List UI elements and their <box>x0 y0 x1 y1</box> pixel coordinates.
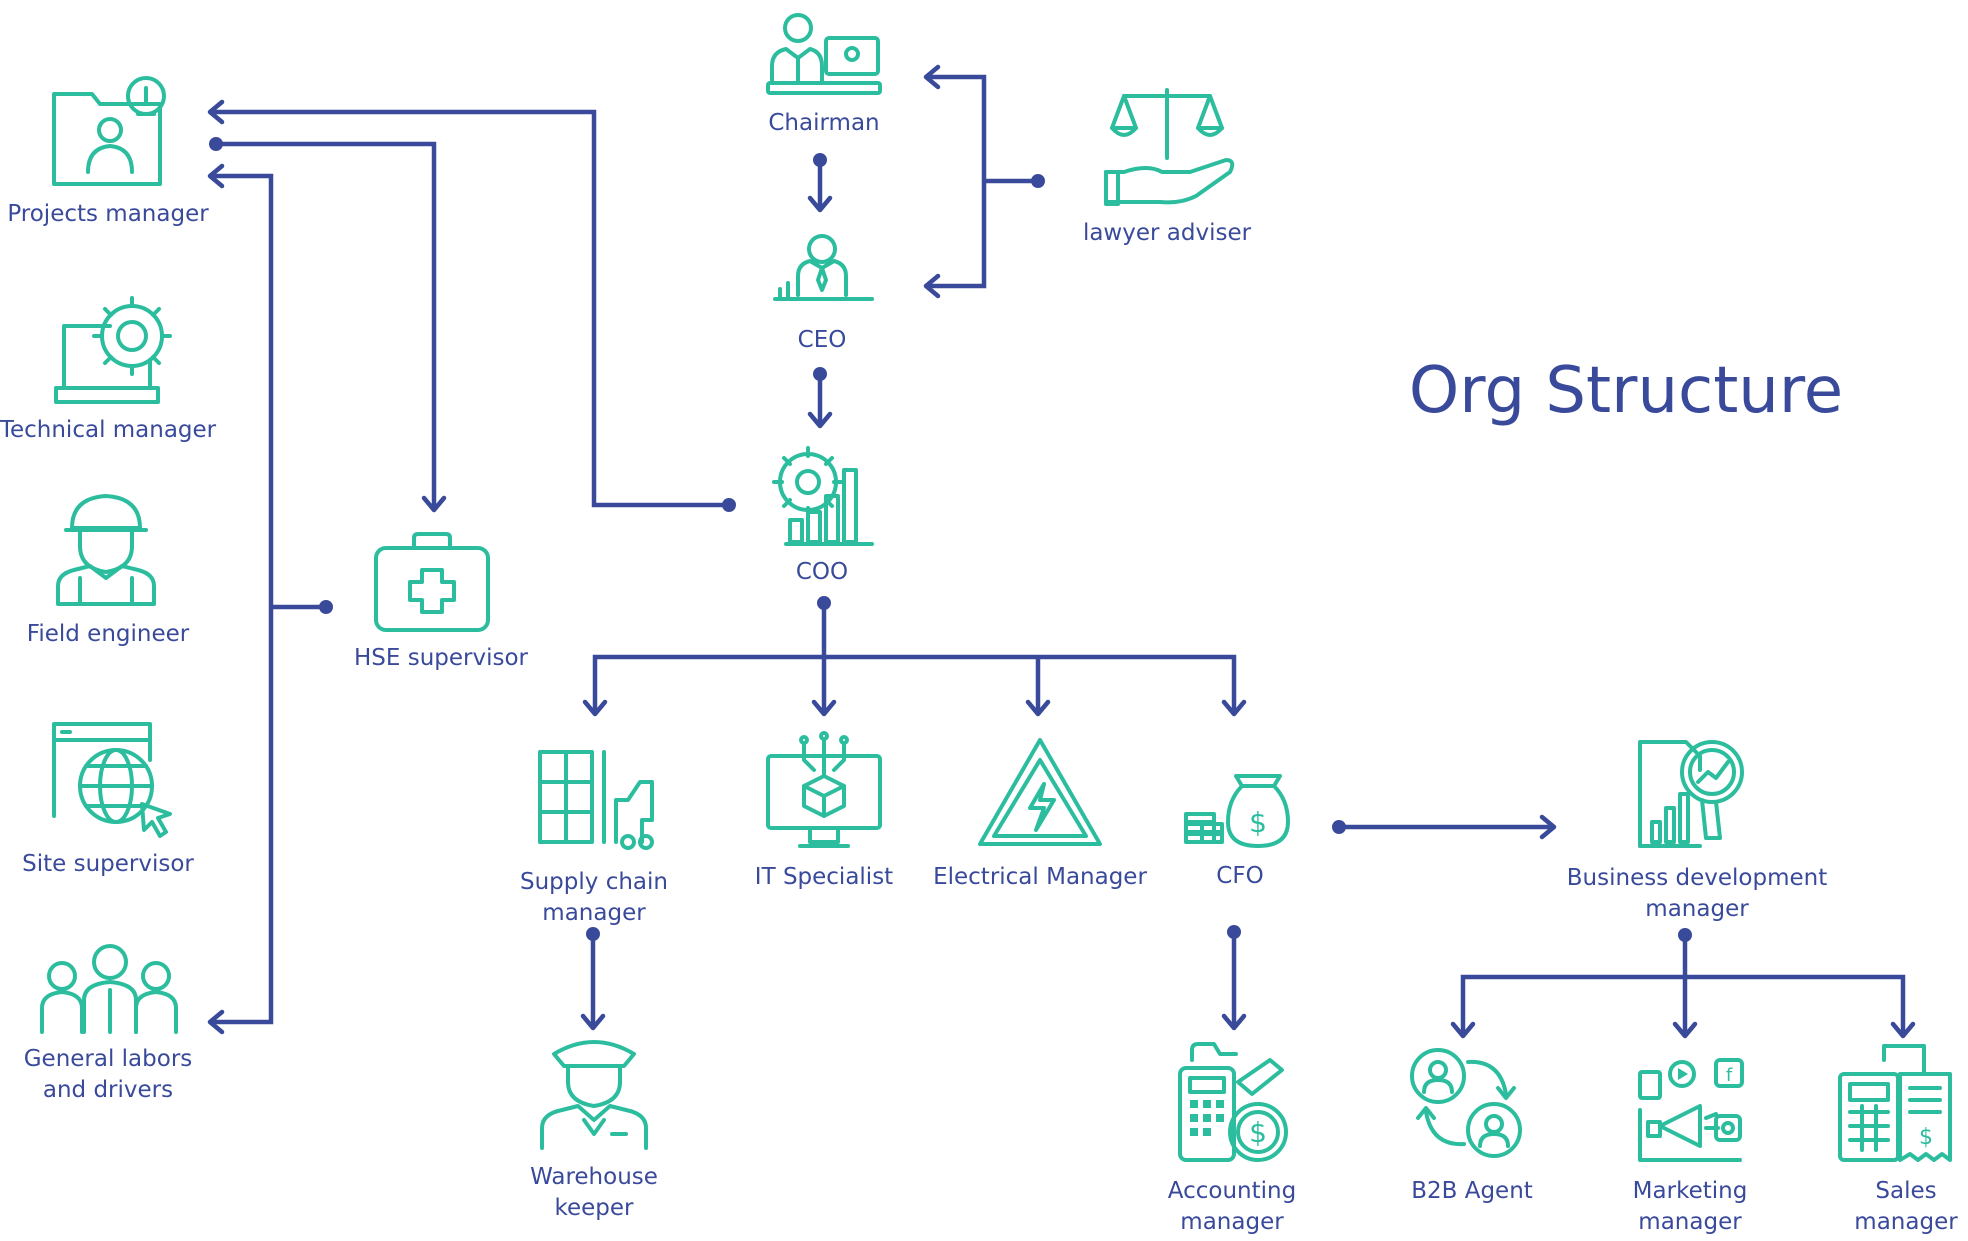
node-label: Sales <box>1875 1178 1936 1204</box>
connectors <box>207 64 1916 1039</box>
node-label: Technical manager <box>0 417 217 443</box>
node-label: CEO <box>798 327 847 353</box>
high-voltage-warning-icon <box>978 738 1102 846</box>
node-technical-manager: Technical manager <box>0 296 217 443</box>
browser-globe-cursor-icon <box>52 722 172 838</box>
node-business-development-manager: Business development manager <box>1567 740 1827 922</box>
guard-with-cap-icon <box>540 1040 648 1150</box>
calculator-dollar-pen-icon: $ <box>1178 1042 1288 1162</box>
node-label: Warehouse <box>530 1164 658 1190</box>
node-label: and drivers <box>43 1077 173 1103</box>
node-label: Field engineer <box>27 621 190 647</box>
svg-text:$: $ <box>1249 1116 1267 1149</box>
node-field-engineer: Field engineer <box>27 494 190 647</box>
node-label: manager <box>542 900 646 926</box>
node-label: manager <box>1180 1209 1284 1235</box>
node-label: keeper <box>554 1195 634 1221</box>
node-hse-supervisor: HSE supervisor <box>354 532 529 671</box>
chart-title: Org Structure <box>1409 354 1843 428</box>
node-it-specialist: IT Specialist <box>755 731 893 890</box>
node-projects-manager: Projects manager <box>7 76 209 227</box>
node-label: manager <box>1638 1209 1742 1235</box>
manager-folder-lightbulb-icon <box>52 76 166 186</box>
node-label: manager <box>1854 1209 1958 1235</box>
node-label: Electrical Manager <box>933 864 1147 890</box>
svg-text:f: f <box>1726 1065 1733 1086</box>
node-label: IT Specialist <box>755 864 893 890</box>
node-accounting-manager: $ Accounting manager <box>1168 1042 1296 1235</box>
node-coo: COO <box>772 446 874 585</box>
engineer-hardhat-icon <box>56 494 156 606</box>
node-label: manager <box>1645 896 1749 922</box>
node-warehouse-keeper: Warehouse keeper <box>530 1040 658 1221</box>
node-label: Site supervisor <box>22 851 194 877</box>
node-electrical-manager: Electrical Manager <box>933 738 1147 890</box>
cash-register-receipt-icon: $ <box>1838 1044 1952 1162</box>
scales-in-hand-icon <box>1104 88 1235 206</box>
megaphone-social-icon: f <box>1638 1058 1744 1162</box>
node-label: B2B Agent <box>1411 1178 1533 1204</box>
node-marketing-manager: f Marketing manager <box>1633 1058 1748 1235</box>
node-lawyer-adviser: lawyer adviser <box>1083 88 1252 246</box>
node-label: HSE supervisor <box>354 645 529 671</box>
node-label: Supply chain <box>520 869 668 895</box>
node-label: CFO <box>1216 863 1263 889</box>
executive-at-desk-icon <box>773 234 874 301</box>
node-b2b-agent: B2B Agent <box>1410 1048 1533 1204</box>
node-label: COO <box>796 559 848 585</box>
node-sales-manager: $ Sales manager <box>1838 1044 1958 1235</box>
first-aid-kit-icon <box>374 532 490 632</box>
node-label: General labors <box>24 1046 193 1072</box>
laptop-gear-wrench-icon <box>54 296 172 404</box>
shelves-forklift-icon <box>538 750 654 850</box>
group-of-workers-icon <box>40 944 178 1034</box>
monitor-cube-circuit-icon <box>766 731 882 848</box>
report-magnifier-chart-icon <box>1638 740 1744 848</box>
node-label: Projects manager <box>7 201 209 227</box>
people-exchange-icon <box>1410 1048 1522 1158</box>
node-label: Marketing <box>1633 1178 1748 1204</box>
gear-with-bar-chart-icon <box>772 446 874 546</box>
money-bag-coins-icon: $ <box>1184 774 1290 848</box>
node-label: Business development <box>1567 865 1827 891</box>
svg-text:$: $ <box>1249 806 1267 839</box>
node-chairman: Chairman <box>766 13 882 136</box>
node-general-labors-drivers: General labors and drivers <box>24 944 193 1103</box>
node-supply-chain-manager: Supply chain manager <box>520 750 668 926</box>
svg-text:$: $ <box>1919 1125 1933 1150</box>
node-label: lawyer adviser <box>1083 220 1252 246</box>
node-label: Accounting <box>1168 1178 1296 1204</box>
chairman-at-desk-icon <box>766 13 882 95</box>
node-label: Chairman <box>768 110 879 136</box>
node-ceo: CEO <box>773 234 874 353</box>
node-site-supervisor: Site supervisor <box>22 722 194 877</box>
node-cfo: $ CFO <box>1184 774 1290 889</box>
